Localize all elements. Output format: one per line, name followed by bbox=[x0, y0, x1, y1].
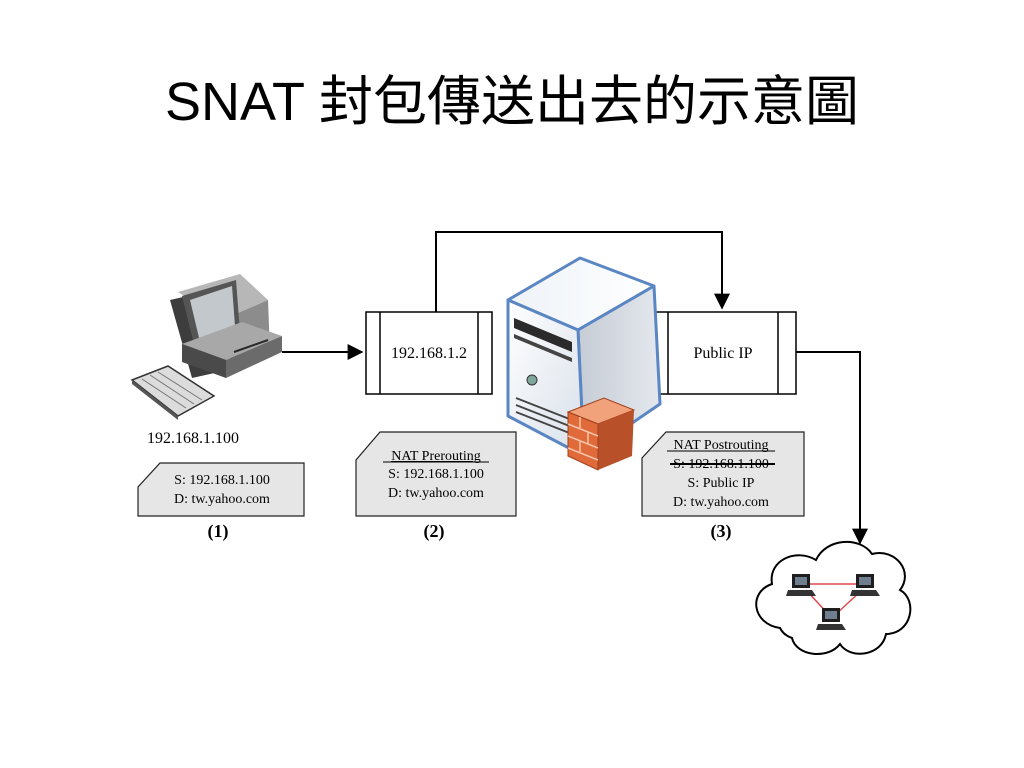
outbound-interface: Public IP bbox=[647, 311, 797, 395]
page-title: SNAT 封包傳送出去的示意圖 bbox=[164, 72, 860, 132]
laptop-icon bbox=[850, 574, 880, 596]
packet-2-destination: D: tw.yahoo.com bbox=[388, 486, 484, 501]
packet-1-destination: D: tw.yahoo.com bbox=[174, 492, 270, 507]
public-ip-to-internet-arrow bbox=[796, 351, 868, 545]
packet-3-source: S: Public IP bbox=[688, 476, 755, 491]
inbound-interface: 192.168.1.2 bbox=[365, 311, 493, 395]
packet-3-destination: D: tw.yahoo.com bbox=[673, 495, 769, 510]
client-ip-label: 192.168.1.100 bbox=[147, 430, 239, 447]
cloud-icon bbox=[755, 540, 912, 656]
step-2-label: (2) bbox=[424, 521, 445, 542]
interface-loop-arrow bbox=[435, 231, 730, 312]
packet-3: NAT Postrouting S: 192.168.1.100 S: Publ… bbox=[641, 431, 805, 517]
packet-2-source: S: 192.168.1.100 bbox=[388, 467, 484, 482]
packet-1-source: S: 192.168.1.100 bbox=[174, 473, 270, 488]
step-3-label: (3) bbox=[711, 521, 732, 542]
packet-1: S: 192.168.1.100 D: tw.yahoo.com bbox=[137, 462, 305, 517]
firewall-icon bbox=[566, 397, 636, 471]
packet-2-heading: NAT Prerouting bbox=[391, 449, 481, 464]
step-1-label: (1) bbox=[208, 521, 229, 542]
packet-2: NAT Prerouting S: 192.168.1.100 D: tw.ya… bbox=[355, 431, 517, 517]
desktop-computer-icon bbox=[130, 274, 282, 420]
outbound-interface-ip: Public IP bbox=[693, 345, 752, 362]
inbound-interface-ip: 192.168.1.2 bbox=[391, 345, 467, 362]
laptop-icon bbox=[786, 574, 816, 596]
connection-lines bbox=[282, 231, 868, 545]
laptop-icon bbox=[816, 608, 846, 630]
packet-3-heading: NAT Postrouting bbox=[673, 438, 768, 453]
